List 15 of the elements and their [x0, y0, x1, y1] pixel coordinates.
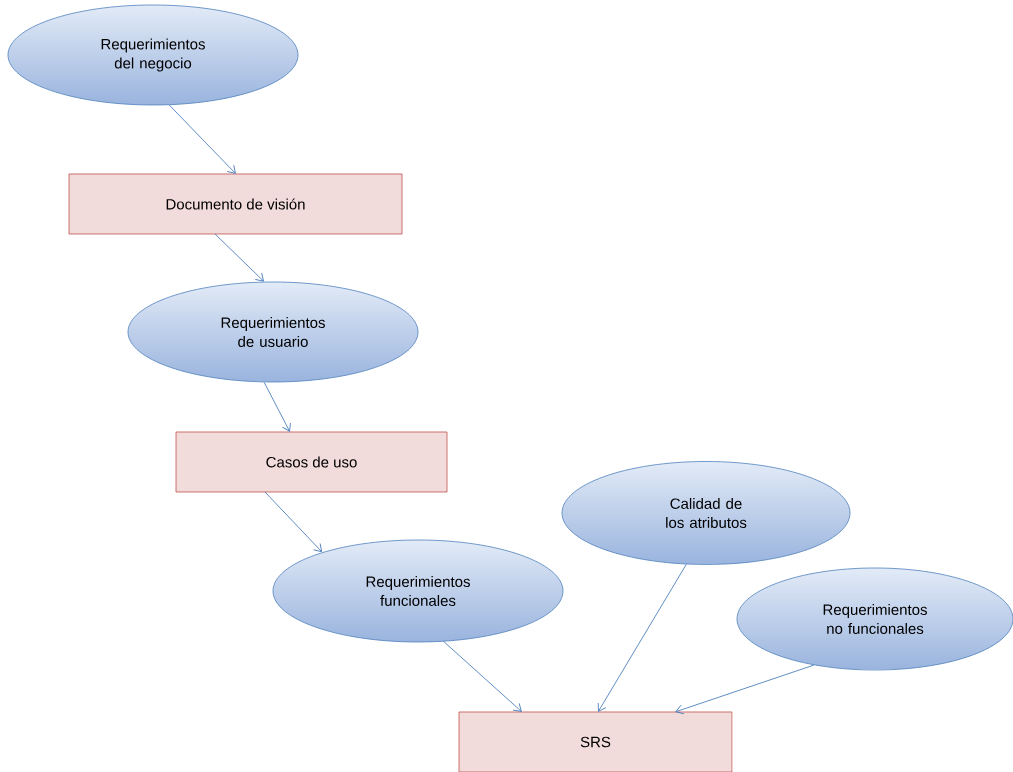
process-box: Casos de uso [175, 431, 448, 493]
ellipse-node: Requerimientos del negocio [7, 4, 299, 106]
arrow [168, 104, 236, 174]
ellipse-node: Calidad de los atributos [561, 461, 851, 565]
process-box: SRS [458, 711, 733, 772]
arrow [263, 381, 291, 432]
arrow [597, 563, 687, 712]
arrow [214, 233, 264, 282]
arrow [264, 491, 323, 553]
arrow [443, 641, 522, 712]
ellipse-node: Requerimientos funcionales [272, 539, 564, 643]
arrow [675, 664, 815, 715]
process-box: Documento de visión [68, 173, 403, 235]
ellipse-node: Requerimientos de usuario [127, 281, 419, 383]
ellipse-node: Requerimientos no funcionales [736, 567, 1013, 671]
